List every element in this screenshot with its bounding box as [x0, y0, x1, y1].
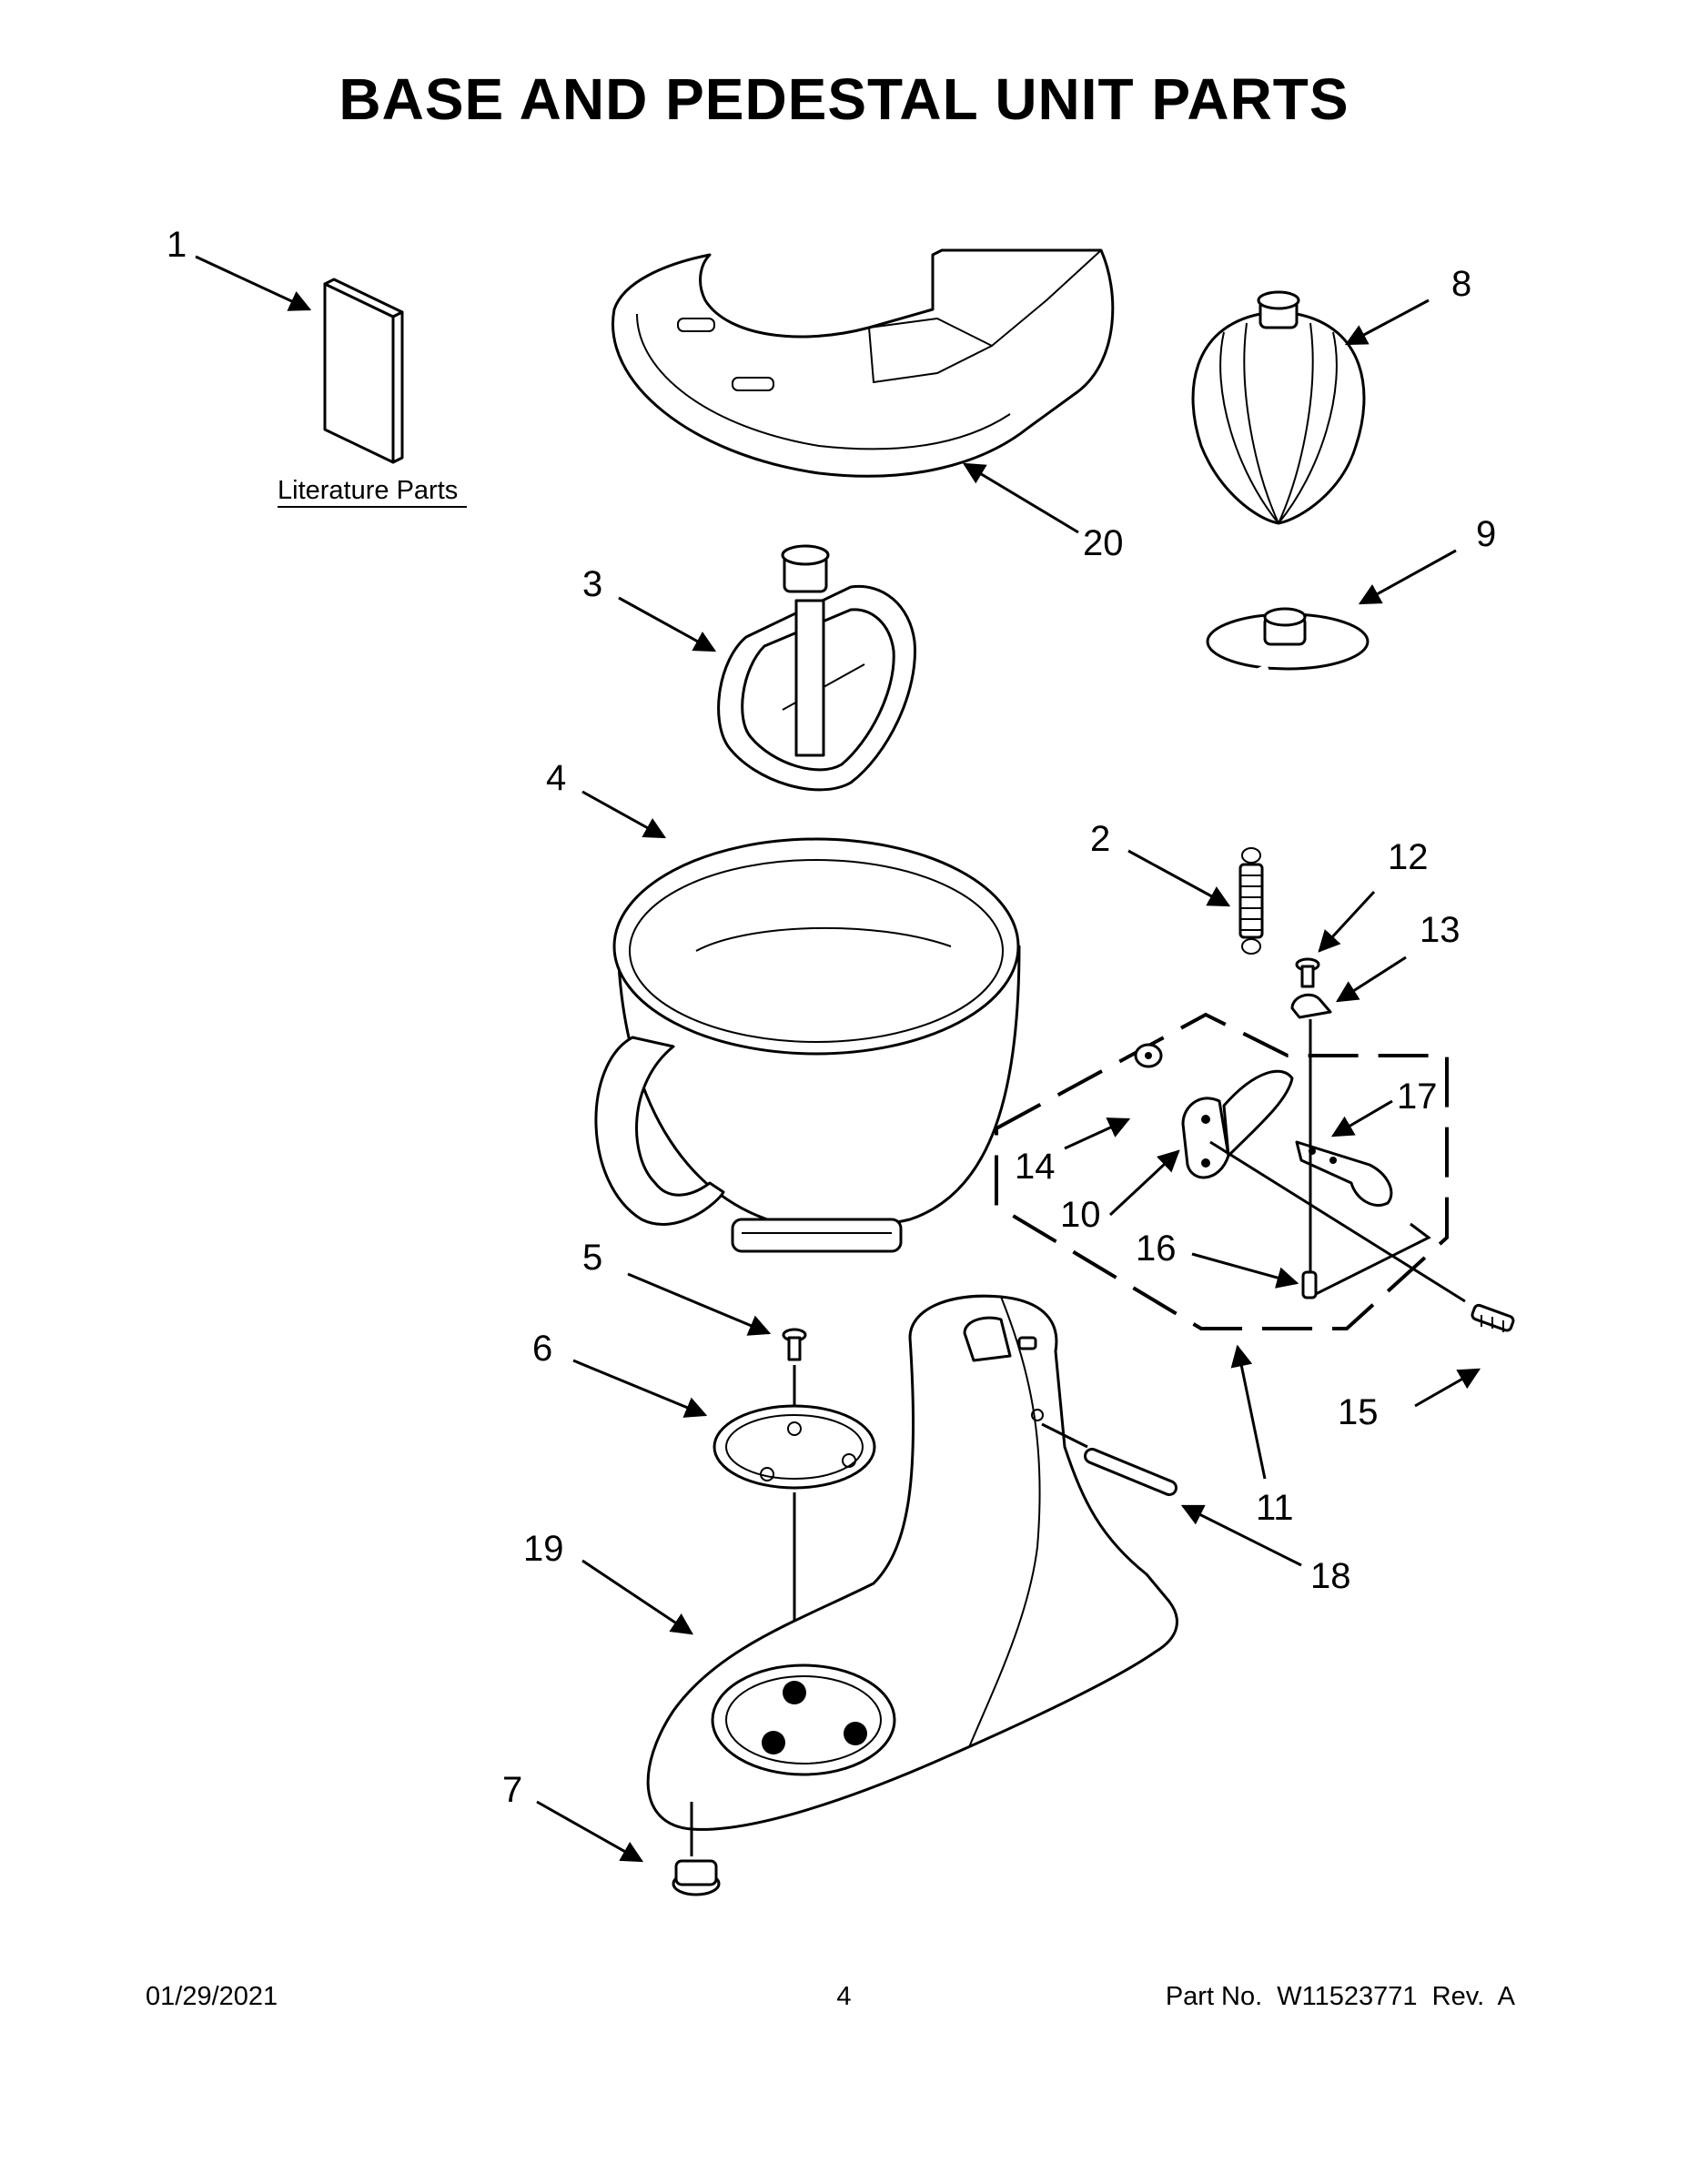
hinge-pin-part [1084, 1448, 1178, 1496]
callout-12-leader [1318, 890, 1376, 953]
callout-19-leader [581, 1559, 693, 1635]
callout-9: 9 [1476, 514, 1496, 554]
pouring-shield-part [612, 248, 1115, 478]
wire-whip-part [1191, 290, 1366, 525]
callout-20-leader [962, 462, 1079, 534]
callout-8-leader [1344, 298, 1430, 346]
screw-5-part [782, 1328, 807, 1361]
callout-10: 10 [1060, 1195, 1101, 1235]
callout-15-leader [1414, 1368, 1481, 1408]
flat-beater-part [717, 544, 916, 792]
callout-14: 14 [1015, 1147, 1056, 1187]
callout-5-leader [627, 1272, 772, 1336]
callout-20: 20 [1083, 523, 1124, 563]
callout-3: 3 [582, 564, 602, 604]
callout-15: 15 [1338, 1392, 1379, 1432]
washer-14-part [1134, 1043, 1163, 1068]
rod-16-part [1301, 1222, 1431, 1299]
callout-7-leader [536, 1800, 644, 1863]
screw-12-part [1295, 957, 1320, 988]
callout-6: 6 [532, 1329, 552, 1369]
callout-12: 12 [1388, 837, 1429, 877]
footer-part-number: Part No. W11523771 Rev. A [1165, 1982, 1515, 2011]
callout-1: 1 [167, 225, 187, 265]
hinge-pin-guide [1041, 1422, 1088, 1449]
callout-9-leader [1358, 549, 1457, 605]
pedestal-base-part [646, 1294, 1178, 1831]
callout-19: 19 [523, 1529, 564, 1569]
rubber-foot-part [672, 1859, 721, 1896]
callout-8: 8 [1451, 264, 1471, 304]
callout-13-leader [1335, 956, 1407, 1003]
pin-15-part [1471, 1303, 1515, 1332]
callout-16-leader [1191, 1252, 1299, 1289]
literature-booklet-part [323, 278, 404, 464]
callout-6-leader [572, 1359, 708, 1418]
callout-14-leader [1064, 1117, 1131, 1150]
callout-17: 17 [1397, 1077, 1438, 1117]
callout-16: 16 [1136, 1228, 1177, 1269]
spring-part [1238, 847, 1264, 955]
callout-10-leader [1108, 1149, 1180, 1217]
callout-18-leader [1180, 1504, 1302, 1567]
callout-2: 2 [1090, 819, 1110, 859]
callout-1-leader [195, 255, 312, 311]
callout-7: 7 [502, 1770, 522, 1810]
callout-2-leader [1127, 849, 1231, 907]
clamp-plate-part [713, 1404, 876, 1490]
callout-11-leader [1230, 1344, 1267, 1480]
callout-5: 5 [582, 1238, 602, 1278]
mixing-bowl-part [594, 837, 1021, 1253]
footer-date: 01/29/2021 [146, 1982, 278, 2011]
bracket-10-part [1181, 1069, 1294, 1179]
callout-18: 18 [1310, 1556, 1351, 1596]
callout-4: 4 [546, 758, 566, 798]
bowl-lift-assembly-outline [995, 1012, 1449, 1330]
callout-13: 13 [1420, 910, 1461, 950]
page-title: BASE AND PEDESTAL UNIT PARTS [339, 66, 1349, 132]
literature-parts-label: Literature Parts [278, 476, 458, 505]
callout-3-leader [618, 596, 717, 652]
clip-13-part [1290, 993, 1332, 1019]
callout-11: 11 [1256, 1488, 1294, 1528]
assembly-shaft [1209, 1140, 1466, 1303]
dough-hook-part [1206, 607, 1370, 817]
callout-17-leader [1330, 1099, 1393, 1138]
callout-4-leader [581, 790, 667, 839]
lever-17-part [1295, 1140, 1393, 1207]
footer-page-number: 4 [836, 1982, 852, 2011]
